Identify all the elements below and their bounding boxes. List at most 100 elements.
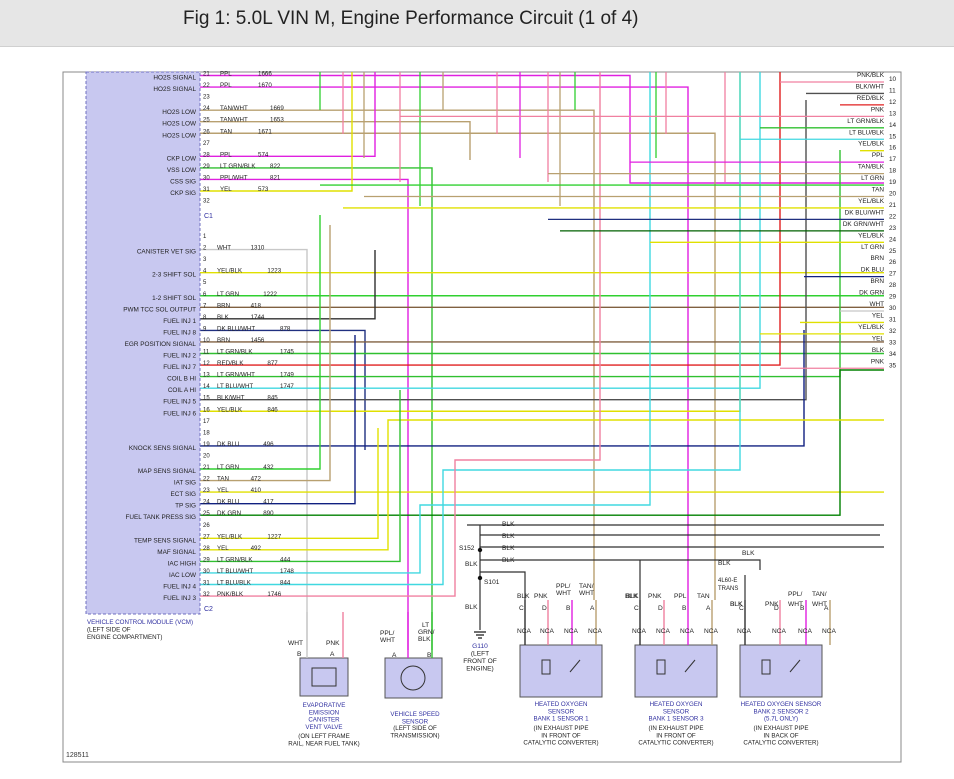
wire-label: PPL/ [556, 583, 570, 590]
component-name: BANK 1 SENSOR 3 [648, 716, 704, 723]
circuit-number: 1222 [263, 291, 277, 298]
right-wire-number: 31 [889, 316, 897, 323]
wires-layer [200, 72, 884, 650]
circuit-number: 1746 [267, 591, 281, 598]
vcm-pin-number: 22 [203, 477, 210, 483]
wire-color-label: LT GRN/BLK [220, 163, 256, 170]
nca-label: NCA [656, 628, 671, 635]
component-name: HEATED OXYGEN [650, 701, 703, 708]
wire-c1-26 [200, 132, 716, 600]
component-location: (IN EXHAUST PIPE [754, 725, 809, 732]
wire-label: WHT [579, 590, 594, 597]
trans-label: 4L60-E [718, 578, 737, 584]
wire-color-label: TAN/WHT [220, 117, 248, 124]
nca-label: NCA [680, 628, 695, 635]
right-wire-number: 13 [889, 110, 897, 117]
wire-color-label: LT GRN [217, 464, 239, 471]
ground-layer: S152S101BLKBLKBLKBLKBLKBLKBLKBLKBLKBLKG1… [459, 521, 884, 673]
component-name: BANK 2 SENSOR 2 [753, 708, 809, 715]
vcm-pin-number: 23 [203, 95, 210, 101]
circuit-number: 410 [251, 487, 262, 494]
vcm-pin-number: 26 [203, 523, 210, 529]
vcm-pin-number: 31 [203, 187, 210, 193]
wire-c2-9 [200, 329, 366, 450]
vcm-pin-number: 11 [203, 350, 210, 356]
vcm-pin-number: 7 [203, 303, 207, 309]
vcm-pin-number: 16 [203, 407, 210, 413]
vcm-signal-label: FUEL INJ 6 [163, 410, 196, 417]
right-wire-number: 21 [889, 202, 897, 209]
right-wire-label: DK GRN [859, 290, 884, 297]
vcm-signal-label: HO2S SIGNAL [153, 86, 196, 93]
component-name: EVAPORATIVE [303, 702, 346, 709]
wire-label: BLK [730, 601, 743, 608]
circuit-number: 472 [251, 476, 262, 483]
pin-label: D [658, 605, 663, 612]
component-name: SENSOR [663, 708, 690, 715]
vcm-caption: VEHICLE CONTROL MODULE (VCM)(LEFT SIDE O… [87, 619, 193, 641]
right-wire-number: 25 [889, 248, 897, 255]
heater-symbol [761, 659, 771, 675]
vcm-signal-label: IAC LOW [169, 572, 197, 579]
vcm-signal-label: FUEL TANK PRESS SIG [125, 514, 196, 521]
vcm-caption-line: VEHICLE CONTROL MODULE (VCM) [87, 619, 193, 626]
nca-label: NCA [737, 628, 752, 635]
vcm-signal-label: EGR POSITION SIGNAL [125, 341, 197, 348]
vcm-signal-label: 2-3 SHIFT SOL [152, 272, 196, 279]
right-wire-label: BLK [872, 347, 885, 354]
wire-label: BLK [742, 550, 755, 557]
vcm-pin-number: 30 [203, 175, 210, 181]
wire-label: BLK [625, 593, 638, 600]
connector-c1-label: C1 [204, 213, 213, 220]
vcm-pin-number: 8 [203, 315, 207, 321]
vcm-signal-label: CANISTER VET SIG [137, 249, 196, 256]
component-location: TRANSMISSION) [390, 732, 439, 739]
page-title: Fig 1: 5.0L VIN M, Engine Performance Ci… [183, 8, 639, 29]
wire-label: BLK [418, 636, 431, 643]
right-wire-label: TAN [872, 187, 885, 194]
ground-label: ENGINE) [466, 666, 493, 673]
vcm-signal-label: MAP SENS SIGNAL [138, 468, 197, 475]
component-name: CANISTER [308, 717, 340, 724]
wire-c2-21 [200, 215, 321, 470]
wire-c2-30 [200, 72, 651, 574]
right-wire-number: 26 [889, 259, 897, 266]
wire-label: BLK [465, 561, 478, 568]
vcm-pin-number: 24 [203, 106, 210, 112]
diagram-frame [62, 71, 902, 763]
circuit-number: 1669 [270, 105, 284, 112]
solenoid-symbol [311, 667, 337, 687]
evap-vent-valve-box [299, 657, 349, 697]
vcm-signal-label: FUEL INJ 5 [163, 399, 196, 406]
circuit-number: 890 [263, 510, 274, 517]
right-wire-label: YEL [872, 335, 885, 342]
vcm-signal-label: CSS SIG [170, 178, 196, 185]
vcm-signal-label: FUEL INJ 7 [163, 364, 196, 371]
wire-label: WHT [556, 590, 571, 597]
vcm-box [85, 71, 201, 615]
wire-label: PPL/ [380, 630, 394, 637]
circuit-number: 1227 [267, 533, 281, 540]
wire-color-label: PPL [220, 82, 232, 89]
circuit-number: 822 [270, 163, 281, 170]
vcm-pin-number: 2 [203, 246, 207, 252]
vcm-signal-label: FUEL INJ 2 [163, 353, 196, 360]
pin-label: B [427, 652, 432, 659]
wire-label: BLK [517, 593, 530, 600]
vcm-pin-number: 18 [203, 430, 210, 436]
component-name: EMISSION [309, 709, 339, 716]
wire-label: PNK [765, 601, 779, 608]
vcm-pin-number: 17 [203, 419, 210, 425]
vcm-pin-number: 27 [203, 534, 210, 540]
right-wire-number: 23 [889, 225, 897, 232]
vcm-pin-number: 13 [203, 373, 210, 379]
wire-color-label: LT GRN [217, 291, 239, 298]
right-wire-label: YEL [872, 312, 885, 319]
circuit-number: 417 [263, 499, 274, 506]
wire-label: TAN/ [579, 583, 594, 590]
right-wire-label: YEL/BLK [858, 232, 885, 239]
pin-label: C [519, 605, 524, 612]
circuit-number: 444 [280, 556, 291, 563]
right-wire-label: TAN/BLK [858, 164, 885, 171]
vcm-pin-number: 27 [203, 141, 210, 147]
